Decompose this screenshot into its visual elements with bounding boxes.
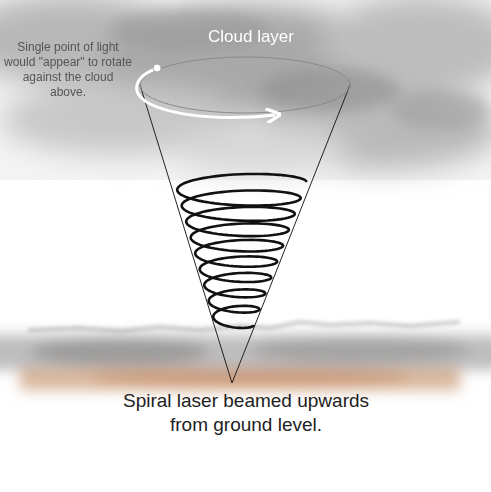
- caption-label: Spiral laser beamed upwards from ground …: [110, 389, 382, 437]
- ground: [0, 322, 491, 390]
- cloud-layer: [0, 0, 491, 180]
- light-point: [153, 64, 161, 72]
- laser-cone: [140, 57, 350, 383]
- note-label: Single point of light would "appear" to …: [4, 40, 132, 100]
- spiral-coil: [177, 174, 306, 328]
- cloud-layer-label: Cloud layer: [171, 27, 331, 47]
- laser-spiral: [177, 174, 306, 328]
- rotation-arrow: [137, 68, 275, 117]
